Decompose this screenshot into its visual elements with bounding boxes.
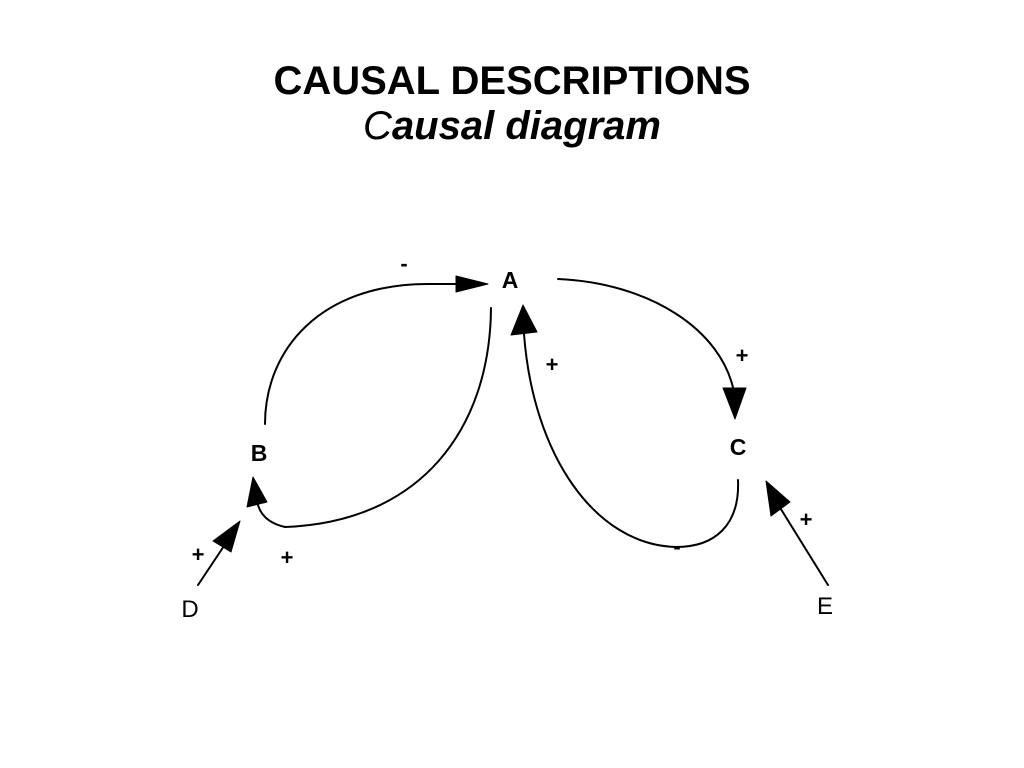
node-d: D — [181, 596, 198, 623]
node-b: B — [251, 440, 268, 466]
sign-e-to-c: + — [800, 507, 813, 532]
node-e: E — [817, 593, 833, 620]
sign-a-to-b: + — [281, 545, 294, 570]
arrowhead-a-to-c — [722, 387, 747, 420]
node-a: A — [502, 267, 519, 293]
link-a-to-b — [257, 307, 492, 529]
link-c-to-a — [523, 333, 740, 549]
sign-c-to-a: + — [546, 352, 559, 377]
sign-c-to-a-lower: - — [673, 534, 680, 559]
arrowhead-c-to-a — [510, 304, 538, 336]
link-d-to-b — [197, 545, 225, 586]
arrowhead-b-to-a — [455, 275, 489, 293]
sign-a-to-c: + — [736, 343, 749, 368]
node-c: C — [730, 434, 747, 460]
slide-title: CAUSAL DESCRIPTIONS — [273, 59, 751, 103]
slide-subtitle: Causal diagram — [363, 104, 661, 148]
link-e-to-c — [778, 505, 829, 586]
arrowhead-e-to-c — [765, 480, 791, 517]
arrowhead-a-to-b — [246, 476, 268, 508]
sign-b-to-a: - — [400, 251, 407, 276]
sign-d-to-b: + — [192, 542, 205, 567]
link-b-to-a — [264, 283, 459, 425]
link-a-to-c — [557, 278, 735, 393]
arrowhead-d-to-b — [212, 520, 241, 553]
